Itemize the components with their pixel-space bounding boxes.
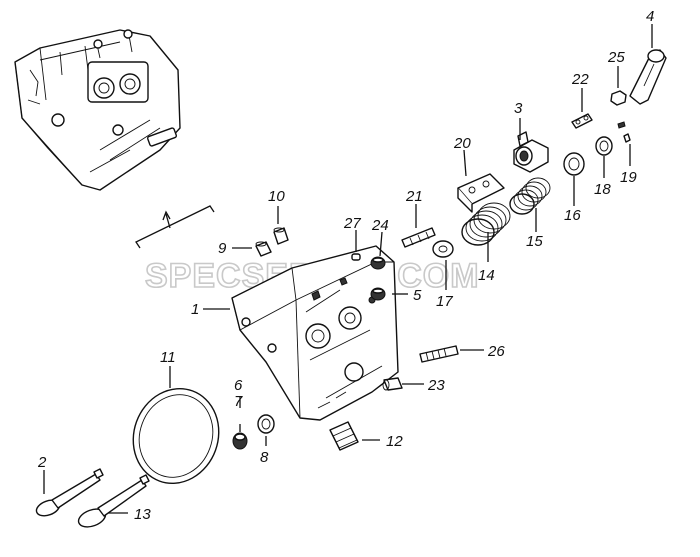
callout-17: 17	[436, 293, 453, 310]
valve-seal	[232, 432, 248, 450]
spring-seat-17	[432, 240, 454, 258]
nut-25	[610, 90, 627, 106]
callout-13: 13	[134, 506, 151, 523]
pin-27	[351, 253, 361, 261]
callout-3: 3	[514, 100, 523, 117]
callout-5: 5	[413, 287, 422, 304]
callout-20: 20	[453, 135, 471, 152]
callout-labels: 1 2 3 4 5 6 7 8 9 10 11 12 13 14 15 16 1…	[37, 8, 654, 523]
callout-22: 22	[571, 71, 589, 88]
nut-24	[370, 256, 386, 270]
plate-22	[571, 113, 593, 129]
valve-bridge-20	[457, 173, 505, 213]
callout-1: 1	[191, 301, 199, 318]
pin-19	[617, 121, 631, 143]
callout-19: 19	[620, 169, 637, 186]
callout-9: 9	[218, 240, 227, 257]
callout-18: 18	[594, 181, 611, 198]
callout-15: 15	[526, 233, 543, 250]
plug-23	[382, 377, 403, 391]
callout-2: 2	[37, 454, 47, 471]
callout-10: 10	[268, 188, 285, 205]
assembled-head-view	[14, 29, 181, 191]
rocker-support-3	[513, 131, 549, 173]
callout-23: 23	[427, 377, 445, 394]
callout-6: 6	[234, 377, 243, 394]
callout-12: 12	[386, 433, 403, 450]
spring-14	[461, 202, 511, 246]
gasket-ring	[132, 387, 220, 485]
callout-11: 11	[160, 349, 176, 366]
leader-lines	[43, 24, 653, 514]
callout-16: 16	[564, 207, 581, 224]
rocker-arm-4	[629, 49, 667, 105]
callout-25: 25	[607, 49, 625, 66]
assembly-arrow	[135, 205, 215, 249]
callout-26: 26	[487, 343, 505, 360]
callout-14: 14	[478, 267, 495, 284]
callout-7: 7	[234, 393, 243, 410]
seal-16	[563, 152, 585, 176]
valve-2	[35, 468, 104, 517]
callout-21: 21	[405, 188, 423, 205]
washer-18	[595, 136, 613, 156]
bushing-10	[273, 227, 289, 245]
washer-8	[257, 414, 275, 434]
bushing-9	[255, 241, 272, 257]
spring-15	[509, 177, 551, 215]
stud-21	[401, 227, 436, 248]
spring-12	[329, 421, 359, 451]
callout-24: 24	[371, 217, 389, 234]
valve-13	[77, 474, 150, 528]
callout-8: 8	[260, 449, 269, 466]
stud-26	[419, 345, 459, 363]
callout-4: 4	[646, 8, 654, 25]
nut-5	[370, 287, 386, 301]
callout-27: 27	[343, 215, 361, 232]
